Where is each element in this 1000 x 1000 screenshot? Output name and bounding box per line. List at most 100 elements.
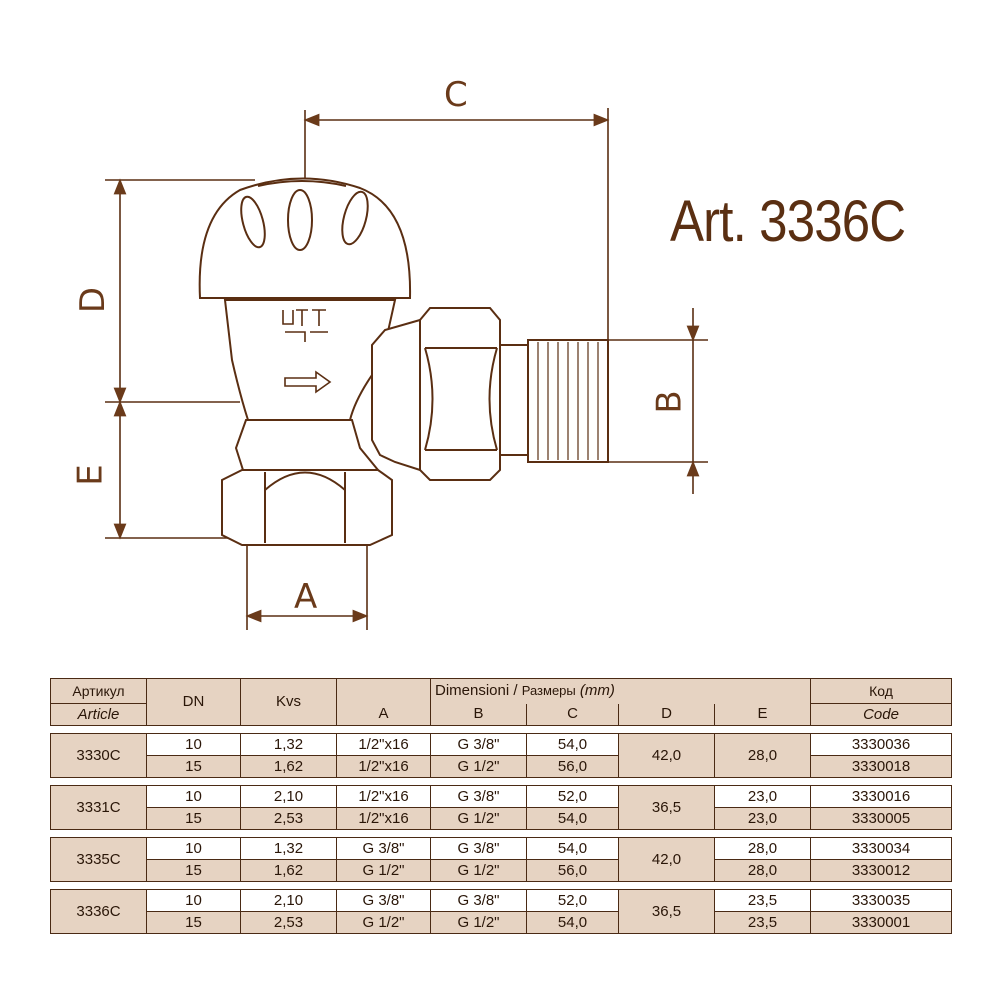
table-row: 15 2,53 G 1/2" G 1/2" 54,0 23,5 3330001 [51, 911, 953, 934]
header-article-it: Article [50, 703, 147, 726]
code-cell: 3330016 [810, 785, 953, 808]
b-cell: G 1/2" [430, 859, 527, 882]
b-cell: G 1/2" [430, 807, 527, 830]
dimension-line-b [605, 308, 708, 494]
code-cell: 3330005 [810, 807, 953, 830]
header-code-it: Code [810, 703, 953, 726]
outlet-hex-nut [419, 307, 501, 481]
kvs-cell: 2,53 [240, 807, 337, 830]
article-cell: 3335C [50, 837, 147, 882]
code-cell: 3330012 [810, 859, 953, 882]
kvs-cell: 1,62 [240, 859, 337, 882]
header-dimensions: Dimensioni / Размеры (mm) [429, 678, 812, 704]
tailpiece-collar [499, 344, 529, 456]
b-cell: G 1/2" [430, 755, 527, 778]
a-cell: 1/2"x16 [336, 807, 431, 830]
code-cell: 3330018 [810, 755, 953, 778]
dn-cell: 10 [146, 785, 241, 808]
dn-cell: 15 [146, 755, 241, 778]
thread-lines [537, 342, 599, 460]
bottom-hex-nut [221, 469, 393, 546]
c-cell: 54,0 [526, 733, 619, 756]
code-cell: 3330034 [810, 837, 953, 860]
d-cell: 42,0 [618, 733, 715, 778]
header-code-ru: Код [869, 683, 893, 699]
a-cell: G 3/8" [336, 889, 431, 912]
table-row: 3330C 10 1,32 1/2"x16 G 3/8" 54,0 42,0 2… [50, 733, 953, 778]
table-row: 15 2,53 1/2"x16 G 1/2" 54,0 23,0 3330005 [51, 807, 953, 830]
c-cell: 54,0 [526, 807, 619, 830]
a-cell: 1/2"x16 [336, 755, 431, 778]
e-cell: 23,5 [713, 911, 812, 934]
dn-cell: 15 [146, 859, 241, 882]
table-row: 3335C 10 1,32 G 3/8" G 3/8" 54,0 42,0 28… [50, 837, 953, 882]
e-cell: 28,0 [713, 733, 812, 778]
dimension-line-c [303, 108, 610, 340]
code-cell: 3330035 [810, 889, 953, 912]
header-dimensions-it: Dimensioni [435, 682, 510, 700]
header-article: Артикул [50, 678, 147, 704]
d-cell: 36,5 [618, 785, 715, 830]
header-b: B [430, 703, 527, 726]
article-cell: 3330C [50, 733, 147, 778]
header-code: Код [810, 678, 953, 704]
kvs-cell: 2,10 [240, 785, 337, 808]
header-dimensions-sep: / [513, 682, 518, 700]
b-cell: G 1/2" [430, 911, 527, 934]
valve-drawing [105, 108, 708, 630]
d-cell: 36,5 [618, 889, 715, 934]
code-cell: 3330001 [810, 911, 953, 934]
a-cell: 1/2"x16 [336, 785, 431, 808]
table-row: 15 1,62 G 1/2" G 1/2" 56,0 28,0 3330012 [51, 859, 953, 882]
dn-cell: 10 [146, 837, 241, 860]
code-cell: 3330036 [810, 733, 953, 756]
a-cell: G 1/2" [336, 911, 431, 934]
kvs-cell: 2,53 [240, 911, 337, 934]
kvs-cell: 1,62 [240, 755, 337, 778]
e-cell: 23,0 [713, 785, 812, 808]
valve-neck [223, 299, 397, 421]
b-cell: G 3/8" [430, 837, 527, 860]
header-kvs: Kvs [240, 678, 337, 726]
header-article-ru: Артикул [72, 683, 125, 699]
article-title: Art. 3336C [670, 189, 906, 254]
dimension-line-a [245, 540, 369, 630]
dimension-label-c: C [444, 75, 468, 115]
kvs-cell: 1,32 [240, 733, 337, 756]
a-cell: 1/2"x16 [336, 733, 431, 756]
b-cell: G 3/8" [430, 889, 527, 912]
e-cell: 28,0 [713, 859, 812, 882]
header-dn: DN [146, 678, 241, 726]
dn-cell: 10 [146, 733, 241, 756]
dimension-label-a: A [294, 577, 318, 617]
header-e: E [713, 703, 812, 726]
header-c: C [526, 703, 619, 726]
dimension-label-d: D [73, 286, 114, 314]
c-cell: 54,0 [526, 911, 619, 934]
c-cell: 56,0 [526, 859, 619, 882]
valve-body [198, 177, 609, 546]
b-cell: G 3/8" [430, 733, 527, 756]
c-cell: 56,0 [526, 755, 619, 778]
c-cell: 52,0 [526, 785, 619, 808]
table-row: 15 1,62 1/2"x16 G 1/2" 56,0 3330018 [51, 755, 953, 778]
dimension-label-b: B [649, 390, 690, 414]
header-dimensions-ru: Размеры [521, 683, 576, 699]
article-cell: 3336C [50, 889, 147, 934]
c-cell: 54,0 [526, 837, 619, 860]
dimension-label-e: E [70, 464, 111, 486]
a-cell: G 1/2" [336, 859, 431, 882]
header-dimensions-unit: (mm) [579, 682, 615, 700]
b-cell: G 3/8" [430, 785, 527, 808]
dn-cell: 10 [146, 889, 241, 912]
valve-lower-body [234, 419, 381, 471]
dimension-line-e [105, 400, 230, 540]
dimension-line-d [105, 178, 255, 404]
kvs-cell: 2,10 [240, 889, 337, 912]
dn-cell: 15 [146, 911, 241, 934]
dn-cell: 15 [146, 807, 241, 830]
a-cell: G 3/8" [336, 837, 431, 860]
header-d: D [618, 703, 715, 726]
e-cell: 28,0 [713, 837, 812, 860]
table-row: 3331C 10 2,10 1/2"x16 G 3/8" 52,0 36,5 2… [50, 785, 953, 830]
